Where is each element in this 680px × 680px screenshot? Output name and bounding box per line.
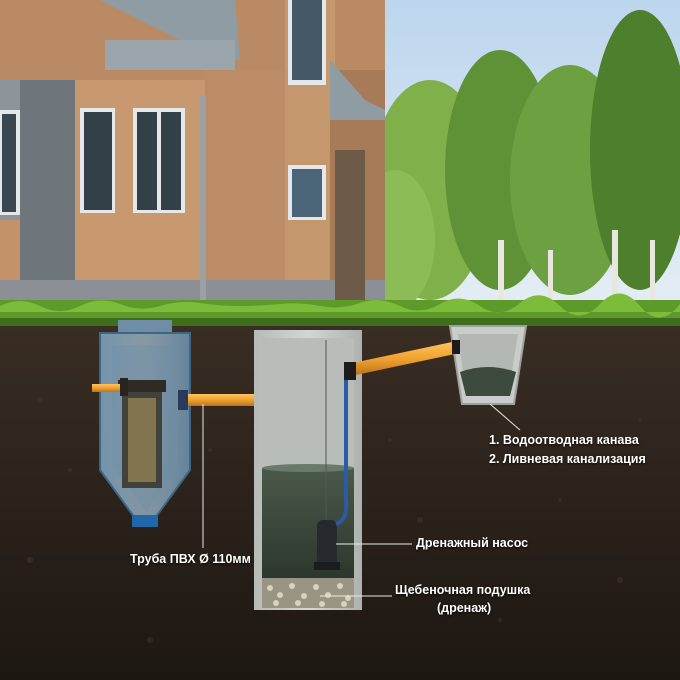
leader-lines xyxy=(202,403,521,597)
drainage-well xyxy=(254,330,362,610)
filter-tank xyxy=(92,320,191,527)
ditch-label: 1. Водоотводная канава xyxy=(489,433,639,447)
pipe-label: Труба ПВХ Ø 110мм xyxy=(130,552,251,566)
leader-ditch xyxy=(489,403,521,431)
lawn xyxy=(0,293,680,326)
gravel-label-line1: Щебеночная подушка xyxy=(395,583,531,597)
house xyxy=(0,0,385,312)
pump-body xyxy=(317,520,337,566)
drain-ditch xyxy=(448,325,528,405)
pump-label: Дренажный насос xyxy=(416,536,529,550)
gravel-label-line2: (дренаж) xyxy=(437,601,492,615)
pvc-pipe-2 xyxy=(344,342,455,380)
storm-sewer-label: 2. Ливневая канализация xyxy=(489,452,646,466)
